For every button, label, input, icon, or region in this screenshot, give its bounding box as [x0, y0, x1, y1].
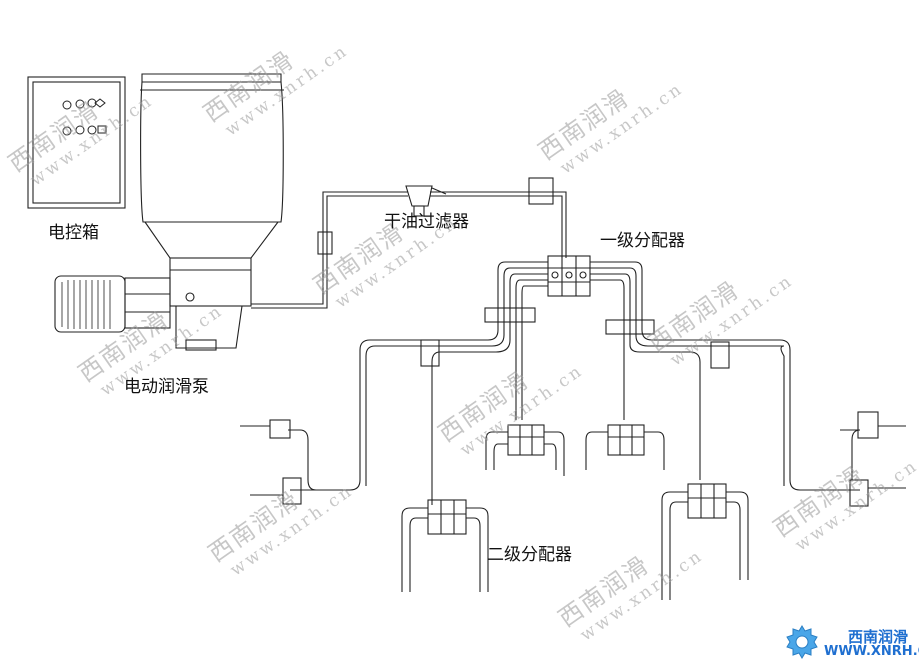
secondary-distributor-bottom-right — [661, 483, 749, 600]
label-secondary-distributor: 二级分配器 — [487, 545, 572, 565]
label-primary-distributor: 一级分配器 — [600, 231, 685, 251]
secondary-distributor-center-left — [485, 424, 565, 476]
left-branch-bundle — [240, 261, 548, 505]
grease-tank — [140, 73, 284, 259]
brand-logo: 西南润滑 WWW.XNRH.CN — [778, 622, 919, 662]
gear-icon — [786, 625, 818, 659]
secondary-distributor-center-right — [585, 424, 665, 470]
label-control-box: 电控箱 — [48, 223, 99, 243]
pump-body — [54, 257, 252, 351]
label-filter: 干油过滤器 — [384, 212, 469, 232]
logo-text-cn: 西南润滑 — [848, 628, 909, 646]
secondary-distributor-bottom-left — [401, 499, 489, 592]
primary-distributor-block — [547, 255, 591, 297]
main-supply-line — [251, 177, 567, 309]
control-box — [27, 76, 126, 209]
grease-filter — [405, 185, 447, 217]
label-pump: 电动润滑泵 — [124, 377, 209, 397]
right-branch-bundle — [590, 261, 906, 507]
logo-text-en: WWW.XNRH.CN — [824, 644, 919, 659]
